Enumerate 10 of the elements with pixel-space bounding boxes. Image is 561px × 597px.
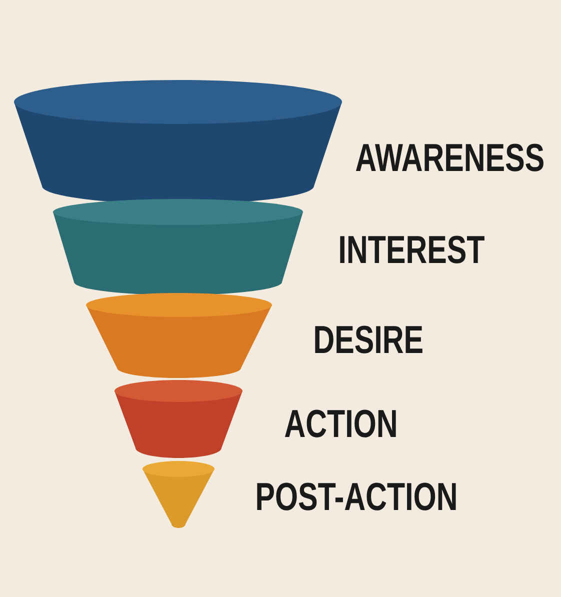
funnel-segment: [86, 293, 272, 378]
funnel-segment: [14, 80, 342, 204]
stage-label: DESIRE: [315, 326, 422, 354]
stage-label: AWARENESS: [356, 144, 544, 172]
funnel-segment: [114, 380, 242, 458]
funnel-segment: [53, 199, 303, 295]
stage-label: ACTION: [284, 410, 396, 438]
funnel-segment: [142, 461, 214, 528]
stage-label: POST-ACTION: [257, 482, 456, 510]
stage-label: INTEREST: [340, 236, 484, 264]
